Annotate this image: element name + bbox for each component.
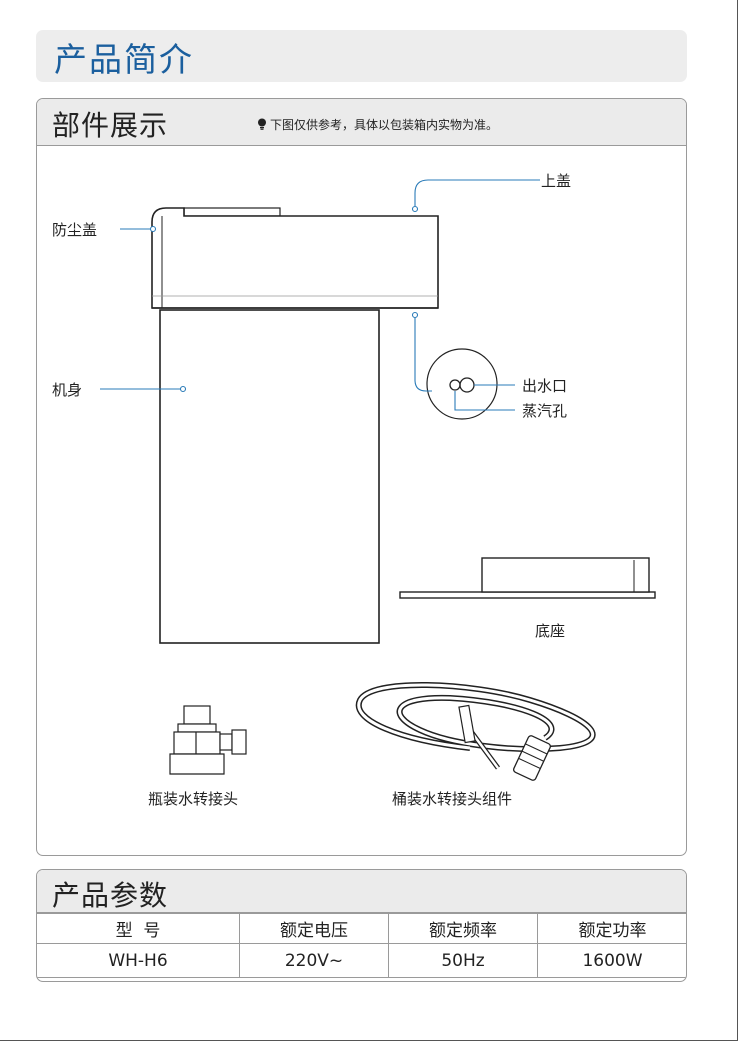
parts-section-header: 部件展示 下图仅供参考，具体以包装箱内实物为准。 — [37, 99, 686, 146]
label-top-cover: 上盖 — [541, 172, 572, 190]
hose-kit-figure — [355, 682, 596, 781]
specs-section-header: 产品参数 — [37, 870, 686, 914]
specs-section-title: 产品参数 — [52, 879, 169, 912]
base-figure — [399, 557, 656, 599]
machine-top — [151, 207, 439, 309]
parts-section-title: 部件展示 — [52, 109, 169, 142]
bottle-adapter-figure — [169, 705, 247, 775]
specs-table: 型 号 额定电压 额定频率 额定功率 WH-H6 220V~ 50Hz 1600… — [37, 912, 686, 978]
label-bucket-adapter-kit: 桶装水转接头组件 — [392, 790, 513, 808]
lightbulb-icon — [258, 118, 266, 130]
label-dust-cover: 防尘盖 — [52, 221, 98, 239]
label-body: 机身 — [52, 381, 83, 399]
specs-value-cell: 220V~ — [239, 943, 389, 978]
specs-header-cell: 型 号 — [37, 912, 240, 944]
label-steam-hole: 蒸汽孔 — [522, 402, 568, 420]
specs-header-cell: 额定频率 — [388, 912, 538, 944]
parts-note: 下图仅供参考，具体以包装箱内实物为准。 — [257, 116, 498, 133]
outlet-detail — [426, 348, 498, 420]
specs-section: 产品参数 型 号 额定电压 额定频率 额定功率 WH-H6 220V~ 50Hz… — [36, 869, 687, 982]
specs-header-row: 型 号 额定电压 额定频率 额定功率 — [37, 912, 686, 944]
page-title: 产品简介 — [54, 40, 194, 79]
parts-note-text: 下图仅供参考，具体以包装箱内实物为准。 — [270, 118, 499, 132]
specs-value-row: WH-H6 220V~ 50Hz 1600W — [37, 943, 686, 978]
label-base: 底座 — [535, 622, 566, 640]
label-water-outlet: 出水口 — [522, 377, 568, 395]
specs-header-cell: 额定功率 — [537, 912, 686, 944]
specs-value-cell: WH-H6 — [37, 943, 240, 978]
specs-value-cell: 1600W — [537, 943, 686, 978]
label-bottle-adapter: 瓶装水转接头 — [148, 790, 239, 808]
machine-body — [159, 309, 380, 644]
specs-value-cell: 50Hz — [388, 943, 538, 978]
parts-section: 部件展示 下图仅供参考，具体以包装箱内实物为准。 — [36, 98, 687, 856]
title-bar: 产品简介 — [36, 30, 687, 82]
specs-header-cell: 额定电压 — [239, 912, 389, 944]
leader-lines — [100, 179, 540, 411]
